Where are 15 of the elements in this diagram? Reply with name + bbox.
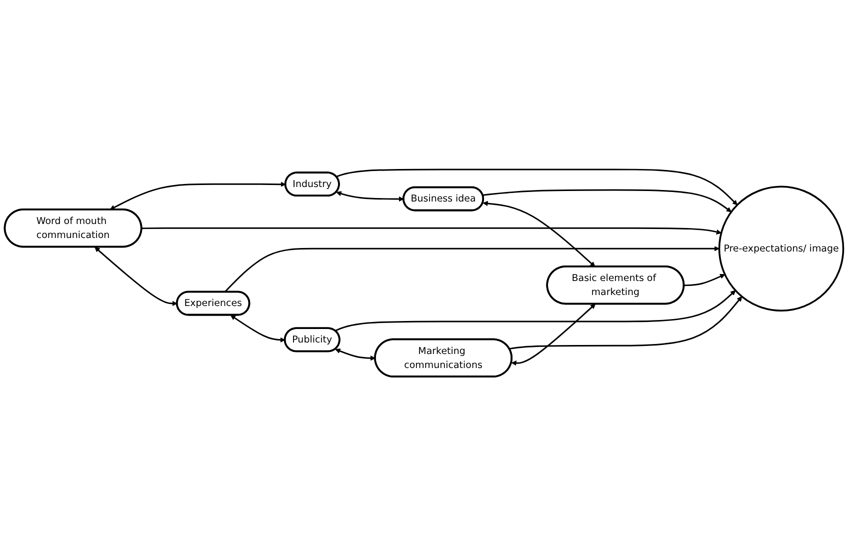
arrow: [336, 191, 404, 202]
arrow: [94, 246, 178, 306]
arrow: [230, 315, 286, 342]
arrow: [482, 189, 732, 212]
arrow: [334, 290, 736, 332]
arrow: [224, 246, 720, 293]
arrow: [110, 182, 286, 210]
arrow: [482, 200, 596, 267]
arrow: [509, 296, 742, 350]
arrow: [336, 168, 738, 206]
arrow: [684, 274, 726, 286]
arrow: [511, 304, 596, 366]
arrow: [142, 227, 722, 234]
arrow: [335, 348, 376, 361]
node-circle: Pre-expectations/ image: [718, 186, 844, 312]
